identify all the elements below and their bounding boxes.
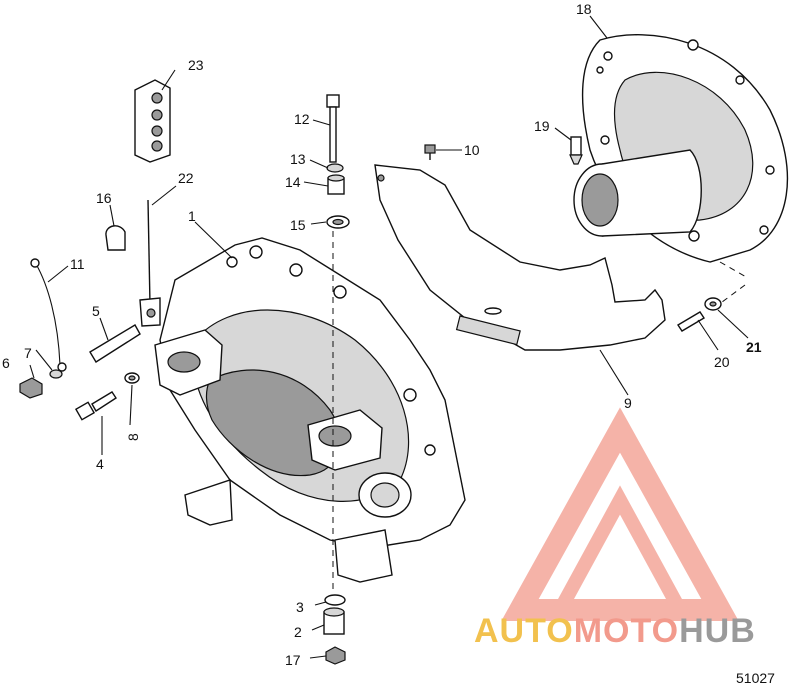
part-16-clip [105, 225, 126, 251]
watermark-hub: HUB [679, 612, 756, 650]
callout-17: 17 [285, 652, 301, 668]
callout-5: 5 [92, 303, 100, 319]
part-19-grease-fitting [569, 136, 583, 165]
callout-21: 21 [746, 339, 762, 355]
part-20-bolt [677, 311, 705, 332]
callout-13: 13 [290, 151, 306, 167]
part-23-connector-block [134, 79, 171, 163]
part-21-washer [704, 297, 722, 311]
callout-9: 9 [624, 395, 632, 411]
callout-labels: 1 23 16 22 11 5 6 7 8 4 12 13 14 15 10 1… [2, 1, 762, 668]
figure-number: 51027 [736, 670, 775, 686]
watermark-triangle-icon [501, 407, 739, 621]
callout-8: 8 [125, 433, 141, 441]
callout-7: 7 [24, 345, 32, 361]
callout-15: 15 [290, 217, 306, 233]
part-1-flywheel-housing [145, 237, 466, 583]
part-6-nut [19, 377, 43, 399]
part-14-spacer [327, 174, 345, 195]
callout-10: 10 [464, 142, 480, 158]
watermark-moto: MOTO [574, 612, 679, 650]
callout-20: 20 [714, 354, 730, 370]
callout-11: 11 [70, 256, 85, 272]
callout-12: 12 [294, 111, 310, 127]
watermark-logo: AUTOMOTOHUB [474, 407, 756, 650]
part-12-bolt [326, 94, 340, 163]
part-2-spacer [323, 607, 345, 635]
part-15-washer [326, 215, 350, 229]
callout-14: 14 [285, 174, 301, 190]
svg-text:AUTOMOTOHUB: AUTOMOTOHUB [474, 612, 756, 650]
callout-18: 18 [576, 1, 592, 17]
part-9-flywheel-shield [374, 164, 666, 351]
part-5-stud [89, 324, 141, 363]
part-4-bolt [74, 391, 117, 421]
callout-23: 23 [188, 57, 204, 73]
callout-4: 4 [96, 456, 104, 472]
leader-lines [29, 15, 749, 659]
callout-2: 2 [294, 624, 302, 640]
callout-6: 6 [2, 355, 10, 371]
part-3-washer [324, 594, 346, 606]
part-13-washer [326, 163, 344, 173]
callout-16: 16 [96, 190, 112, 206]
watermark-auto: AUTO [474, 612, 574, 650]
part-22-rod [139, 199, 161, 327]
part-17-nut [325, 646, 346, 665]
callout-22: 22 [178, 170, 194, 186]
part-7-washer [49, 369, 63, 379]
part-11-ground-strap [30, 258, 67, 372]
part-10-screw [424, 144, 436, 160]
part-8-washer [124, 372, 140, 384]
callout-1: 1 [188, 208, 196, 224]
part-18-adapter-housing [573, 34, 789, 263]
callout-3: 3 [296, 599, 304, 615]
callout-19: 19 [534, 118, 550, 134]
